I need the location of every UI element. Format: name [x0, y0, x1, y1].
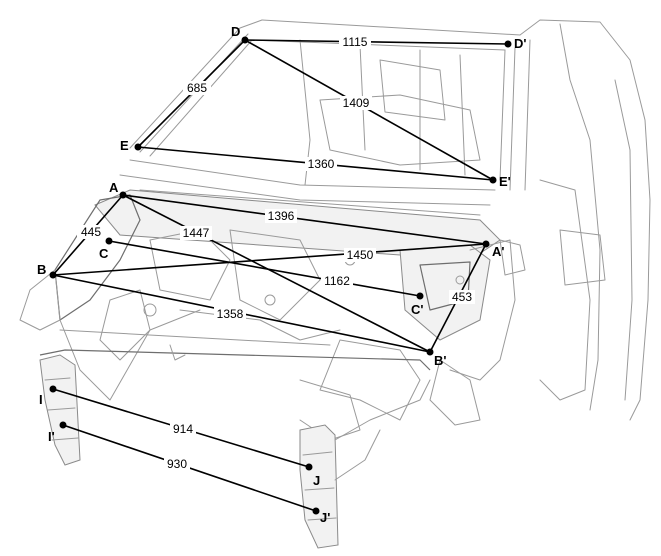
point-label-Cp: C' — [411, 302, 423, 317]
dimension-value: 1358 — [217, 307, 244, 321]
dimension-value: 1360 — [308, 157, 335, 171]
point-label-Bp: B' — [434, 353, 446, 368]
point-label-B: B — [37, 262, 46, 277]
dimension-C-Cp: 1162 — [321, 274, 353, 288]
point-label-Ap: A' — [492, 244, 504, 259]
dimension-value: 1447 — [183, 226, 210, 240]
dimension-value: 914 — [173, 422, 193, 436]
dimension-D-Ep: 1409 — [340, 96, 372, 110]
dimension-B-Bp: 1358 — [214, 307, 246, 321]
point-label-C: C — [99, 246, 109, 261]
point-D-marker — [241, 36, 249, 44]
line-A-Bp — [122, 194, 431, 353]
point-label-A: A — [109, 180, 119, 195]
point-I-marker — [49, 385, 57, 393]
dimension-B-Ap: 1450 — [344, 248, 376, 262]
point-label-Ep: E' — [499, 174, 511, 189]
line-D-Dp — [244, 39, 509, 45]
point-label-J: I' — [48, 429, 55, 444]
dimension-value: 1162 — [324, 274, 350, 288]
dimension-value: 1409 — [343, 96, 370, 110]
line-A-Ap — [122, 194, 487, 245]
dimension-E-Ep: 1360 — [305, 157, 337, 171]
dimension-D-E: 685 — [183, 81, 211, 95]
dimension-labels: 1115 685 1409 1360 1396 445 1447 1450 11… — [77, 35, 475, 471]
point-label-I: I — [39, 392, 43, 407]
point-label-E: E — [120, 138, 129, 153]
measurement-points — [49, 36, 512, 515]
dimension-D-Dp: 1115 — [339, 35, 371, 49]
line-B-Ap — [52, 243, 487, 276]
point-Cp-marker — [416, 292, 424, 300]
dimension-value: 453 — [452, 290, 472, 304]
dimension-value: 1115 — [343, 35, 368, 49]
point-labels: D D' E E' A A' B B' C C' I I' J J' — [37, 24, 526, 525]
dimension-Ap-Bp: 453 — [449, 290, 475, 304]
point-label-Jp: J' — [320, 510, 330, 525]
point-B-marker — [49, 271, 57, 279]
dimension-value: 930 — [167, 457, 187, 471]
point-Jp-marker — [312, 507, 320, 515]
point-A-marker — [119, 191, 127, 199]
point-Dp-marker — [504, 40, 512, 48]
dimension-A-Bp: 1447 — [180, 226, 212, 240]
point-label-D: D — [231, 24, 240, 39]
point-Ep-marker — [489, 176, 497, 184]
point-label-Ip: J — [313, 473, 320, 488]
dimension-value: 445 — [81, 225, 101, 239]
point-C-marker — [105, 237, 113, 245]
dimension-value: 685 — [187, 81, 207, 95]
dimension-value: 1396 — [268, 209, 295, 223]
dimension-value: 1450 — [347, 248, 374, 262]
point-Ap-marker — [482, 240, 490, 248]
line-C-Cp — [108, 240, 421, 297]
dimension-I-Ip: 914 — [170, 422, 196, 436]
dimension-A-Ap: 1396 — [265, 209, 297, 223]
point-E-marker — [134, 143, 142, 151]
measurement-lines — [52, 39, 509, 512]
dimension-A-B: 445 — [77, 225, 105, 239]
point-Bp-marker — [426, 348, 434, 356]
point-J-marker — [59, 421, 67, 429]
point-Ip-marker — [305, 463, 313, 471]
car-body-outline — [19, 19, 651, 549]
point-label-Dp: D' — [514, 36, 526, 51]
dimension-J-Jp: 930 — [164, 457, 190, 471]
